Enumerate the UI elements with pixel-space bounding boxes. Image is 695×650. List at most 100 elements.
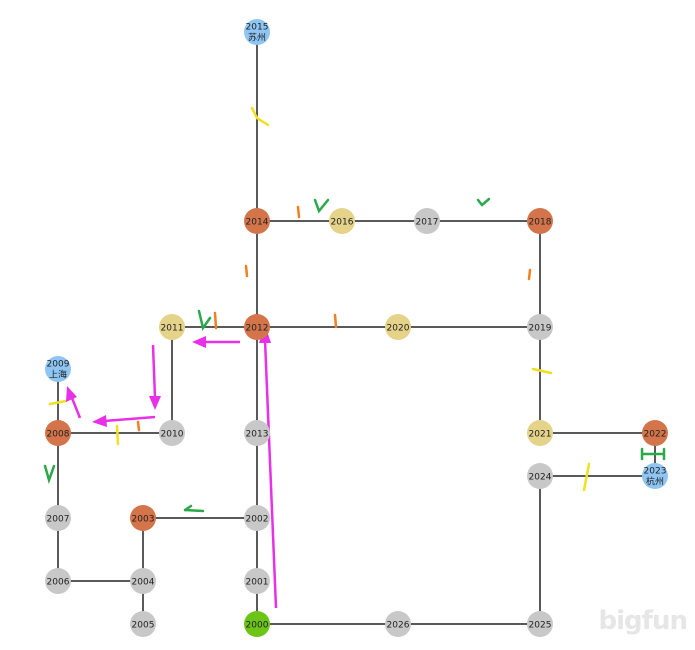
node-circle xyxy=(159,314,185,340)
node-2007[interactable]: 2007 xyxy=(45,505,71,531)
player-marks xyxy=(43,106,666,609)
node-2008[interactable]: 2008 xyxy=(45,420,71,446)
node-circle xyxy=(527,420,553,446)
node-circle xyxy=(642,463,668,489)
mark-stroke xyxy=(250,106,270,127)
mark-stroke xyxy=(136,420,141,432)
mark-stroke xyxy=(48,399,68,406)
arrow-mark xyxy=(92,415,156,427)
node-2004[interactable]: 2004 xyxy=(130,568,156,594)
mark-stroke xyxy=(527,268,532,281)
node-circle xyxy=(45,356,71,382)
node-year-label: 2023 xyxy=(644,467,667,477)
node-circle xyxy=(329,208,355,234)
node-year-label: 2020 xyxy=(387,324,410,334)
node-circle xyxy=(45,505,71,531)
node-2001[interactable]: 2001 xyxy=(244,568,270,594)
mark-stroke xyxy=(43,464,56,485)
node-year-label: 2015 xyxy=(246,23,269,33)
node-circle xyxy=(527,208,553,234)
node-circle xyxy=(527,611,553,637)
node-year-label: 2009 xyxy=(47,360,70,370)
node-2020[interactable]: 2020 xyxy=(385,314,411,340)
node-2013[interactable]: 2013 xyxy=(244,420,270,446)
node-circle xyxy=(244,420,270,446)
mark-stroke xyxy=(640,447,666,461)
node-2019[interactable]: 2019 xyxy=(527,314,553,340)
node-year-label: 2007 xyxy=(47,515,70,525)
mark-stroke xyxy=(333,313,338,329)
node-year-label: 2001 xyxy=(246,578,269,588)
node-year-label: 2024 xyxy=(529,473,552,483)
node-2000[interactable]: 2000 xyxy=(244,611,270,637)
mark-stroke xyxy=(197,309,212,332)
node-2018[interactable]: 2018 xyxy=(527,208,553,234)
node-circle xyxy=(385,314,411,340)
node-circle xyxy=(385,611,411,637)
node-circle xyxy=(45,420,71,446)
arrow-mark xyxy=(259,325,278,609)
mark-stroke xyxy=(244,264,249,278)
node-year-label: 2025 xyxy=(529,621,552,631)
node-circle xyxy=(244,568,270,594)
node-year-label: 2012 xyxy=(246,324,269,334)
node-year-label: 2000 xyxy=(246,621,269,631)
path-edges xyxy=(57,32,656,625)
arrow-mark xyxy=(149,344,161,410)
node-year-label: 2017 xyxy=(416,218,439,228)
mark-stroke xyxy=(582,462,591,492)
node-year-label: 2014 xyxy=(246,218,269,228)
node-city-label: 上海 xyxy=(49,369,67,381)
node-year-label: 2013 xyxy=(246,430,269,440)
mark-stroke xyxy=(115,424,120,446)
node-2026[interactable]: 2026 xyxy=(385,611,411,637)
node-2022[interactable]: 2022 xyxy=(642,420,668,446)
node-year-label: 2008 xyxy=(47,430,70,440)
mark-stroke xyxy=(476,197,491,207)
node-year-label: 2022 xyxy=(644,430,667,440)
node-circle xyxy=(244,208,270,234)
node-circle xyxy=(130,505,156,531)
node-circle xyxy=(642,420,668,446)
node-year-label: 2026 xyxy=(387,621,410,631)
node-2017[interactable]: 2017 xyxy=(414,208,440,234)
node-2024[interactable]: 2024 xyxy=(527,463,553,489)
node-2012[interactable]: 2012 xyxy=(244,314,270,340)
node-2011[interactable]: 2011 xyxy=(159,314,185,340)
node-year-label: 2003 xyxy=(132,515,155,525)
node-2003[interactable]: 2003 xyxy=(130,505,156,531)
node-city-label: 杭州 xyxy=(646,476,664,488)
arrow-mark xyxy=(192,336,240,348)
node-year-label: 2011 xyxy=(161,324,184,334)
node-city-label: 苏州 xyxy=(248,32,266,44)
node-year-label: 2018 xyxy=(529,218,552,228)
node-2021[interactable]: 2021 xyxy=(527,420,553,446)
node-2010[interactable]: 2010 xyxy=(159,420,185,446)
node-2025[interactable]: 2025 xyxy=(527,611,553,637)
node-year-label: 2019 xyxy=(529,324,552,334)
node-circle xyxy=(130,611,156,637)
node-circle xyxy=(130,568,156,594)
node-year-label: 2010 xyxy=(161,430,184,440)
node-2002[interactable]: 2002 xyxy=(244,505,270,531)
mark-stroke xyxy=(183,504,205,513)
node-2016[interactable]: 2016 xyxy=(329,208,355,234)
node-2006[interactable]: 2006 xyxy=(45,568,71,594)
node-circle xyxy=(527,314,553,340)
arrow-mark xyxy=(66,386,82,419)
node-circle xyxy=(414,208,440,234)
node-year-label: 2004 xyxy=(132,578,155,588)
node-year-label: 2016 xyxy=(331,218,354,228)
mark-stroke xyxy=(213,311,218,330)
node-2014[interactable]: 2014 xyxy=(244,208,270,234)
node-2005[interactable]: 2005 xyxy=(130,611,156,637)
node-year-label: 2002 xyxy=(246,515,269,525)
node-circle xyxy=(244,19,270,45)
node-circle xyxy=(244,505,270,531)
mark-stroke xyxy=(313,198,330,214)
